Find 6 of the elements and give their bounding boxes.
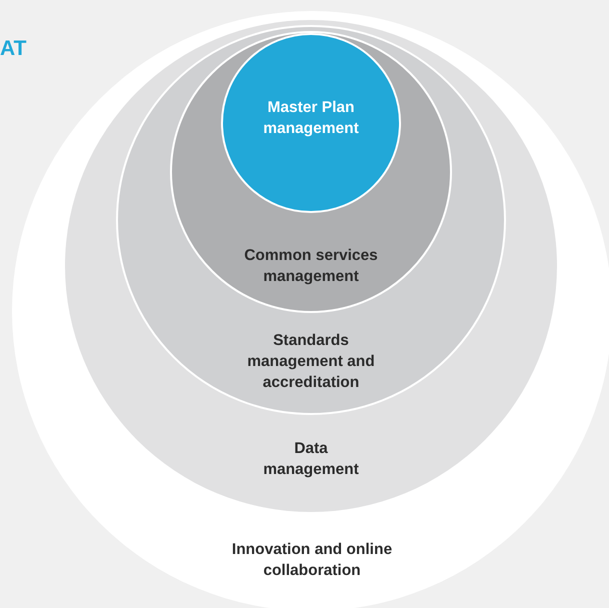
- layer-label: Common services management: [243, 246, 379, 287]
- layer-label: Innovation and online collaboration: [230, 540, 394, 581]
- heading-fragment: AT: [0, 37, 26, 61]
- layer-label: Data management: [262, 439, 360, 480]
- layer-label: Master Plan management: [262, 98, 360, 139]
- layer-label: Standards management and accreditation: [246, 331, 376, 393]
